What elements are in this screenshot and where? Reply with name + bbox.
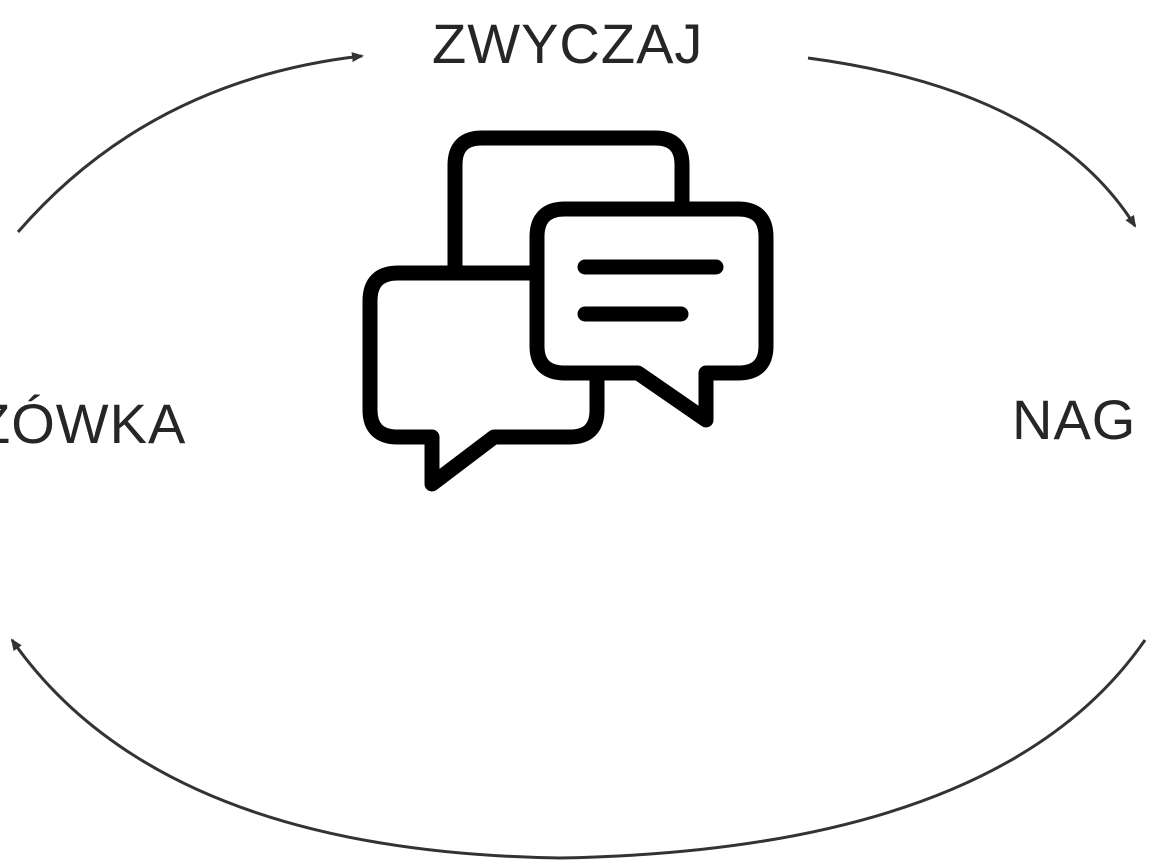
chat-bubbles-icon bbox=[362, 130, 774, 492]
label-cue: ZÓWKA bbox=[0, 392, 187, 455]
arrow-left-to-top bbox=[16, 52, 364, 233]
right-bubble-icon bbox=[529, 201, 774, 428]
left-bubble-icon bbox=[362, 265, 605, 492]
arrow-top-to-right bbox=[807, 56, 1137, 228]
back-bubble-icon bbox=[447, 130, 690, 276]
arrow-right-to-left bbox=[10, 638, 1147, 860]
label-reward: NAG bbox=[1012, 388, 1137, 451]
label-habit: ZWYCZAJ bbox=[432, 12, 704, 75]
